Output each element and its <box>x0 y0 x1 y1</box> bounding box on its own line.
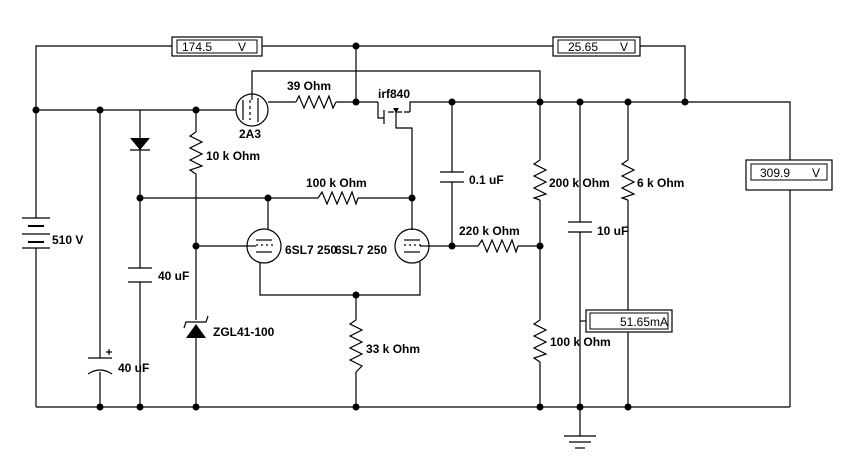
capacitor-40uf-a-label: 40 uF <box>158 269 189 283</box>
resistor-100k-label: 100 k Ohm <box>306 176 367 190</box>
voltmeter-25: 25.65 V <box>552 36 641 57</box>
resistor-220k <box>477 238 519 254</box>
capacitor-40uf-a <box>128 267 152 283</box>
diode <box>130 138 150 151</box>
battery-label: 510 V <box>52 233 83 247</box>
resistor-200k <box>532 159 548 201</box>
tube-6sl7-b <box>394 228 430 264</box>
resistor-100k-feedback <box>317 190 359 206</box>
resistor-100k-b-label: 100 k Ohm <box>550 335 611 349</box>
capacitor-0-1uf-label: 0.1 uF <box>469 173 504 187</box>
tube-2a3-label: 2A3 <box>239 127 261 141</box>
voltmeter-174: 174.5 V <box>171 36 263 57</box>
resistor-33k <box>348 319 364 373</box>
voltmeter-174-value: 174.5 <box>182 40 212 54</box>
resistor-39-ohm <box>295 94 337 110</box>
mosfet-irf840 <box>377 101 414 124</box>
voltmeter-25-unit: V <box>620 40 628 54</box>
voltmeter-309-value: 309.9 <box>760 166 790 180</box>
capacitor-40uf-polarized <box>87 349 113 375</box>
capacitor-10uf <box>568 221 592 233</box>
tube-6sl7-a-label: 6SL7 250 <box>285 243 337 257</box>
mosfet-label: irf840 <box>378 87 410 101</box>
resistor-10k <box>188 131 204 175</box>
zener-diode <box>183 315 209 338</box>
voltmeter-309: 309.9 V <box>745 159 833 191</box>
resistor-6k <box>620 159 636 201</box>
battery-510v <box>22 217 50 249</box>
capacitor-10uf-label: 10 uF <box>597 224 628 238</box>
capacitor-40uf-b-label: 40 uF <box>118 361 149 375</box>
resistor-220k-label: 220 k Ohm <box>459 224 520 238</box>
voltmeter-309-unit: V <box>812 166 820 180</box>
capacitor-0-1uf <box>440 171 464 183</box>
resistor-33k-label: 33 k Ohm <box>366 342 420 356</box>
voltmeter-174-unit: V <box>238 40 246 54</box>
tube-2a3 <box>235 93 269 127</box>
ground-symbol <box>564 435 596 449</box>
ammeter-unit: mA <box>650 315 668 329</box>
ammeter-value: 51.65 <box>620 315 650 329</box>
ammeter: 51.65 mA <box>585 309 673 333</box>
zener-label: ZGL41-100 <box>213 325 275 339</box>
resistor-6k-label: 6 k Ohm <box>637 176 684 190</box>
wires <box>35 45 791 436</box>
tube-6sl7-b-label: 6SL7 250 <box>335 243 387 257</box>
voltmeter-25-value: 25.65 <box>568 40 598 54</box>
resistor-200k-label: 200 k Ohm <box>549 176 610 190</box>
tube-6sl7-a <box>246 228 282 264</box>
resistor-10k-label: 10 k Ohm <box>206 149 260 163</box>
junctions <box>32 42 689 411</box>
resistor-39-ohm-label: 39 Ohm <box>287 79 331 93</box>
resistor-100k-divider <box>532 319 548 363</box>
